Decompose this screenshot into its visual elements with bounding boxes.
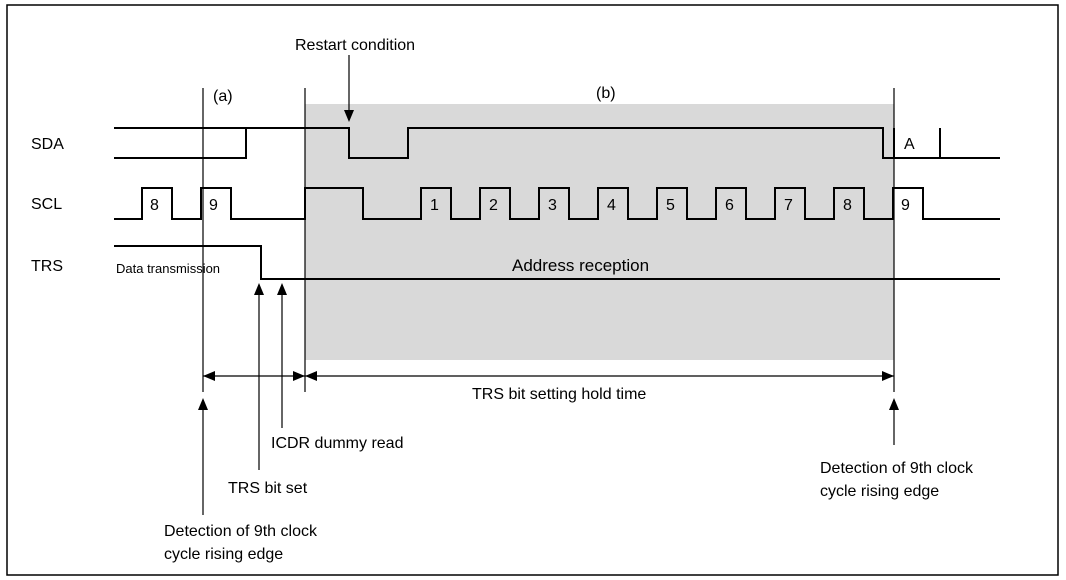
span-hold-right-head: [882, 371, 894, 381]
clock-next-9: 9: [901, 197, 910, 214]
clock-1: 1: [430, 197, 439, 214]
arrow-detect-right-head: [889, 398, 899, 410]
ack-label: A: [904, 136, 915, 153]
clock-prev-9: 9: [209, 197, 218, 214]
clock-6: 6: [725, 197, 734, 214]
clock-5: 5: [666, 197, 675, 214]
data-transmission-label: Data transmission: [116, 261, 220, 276]
clock-7: 7: [784, 197, 793, 214]
phase-a-label: (a): [213, 88, 233, 105]
address-reception-region: [305, 104, 894, 360]
arrow-icdr-head: [277, 283, 287, 295]
detect-right-line2: cycle rising edge: [820, 483, 939, 500]
clock-3: 3: [548, 197, 557, 214]
restart-condition-label: Restart condition: [295, 37, 415, 54]
clock-2: 2: [489, 197, 498, 214]
arrow-detect-left-head: [198, 398, 208, 410]
hold-time-label: TRS bit setting hold time: [472, 386, 646, 403]
detect-left-line2: cycle rising edge: [164, 546, 283, 563]
sda-waveform-low: [114, 128, 247, 159]
clock-8: 8: [843, 197, 852, 214]
detect-right-line1: Detection of 9th clock: [820, 460, 974, 477]
restart-arrowhead: [344, 110, 354, 122]
signal-scl-label: SCL: [31, 196, 62, 213]
span-a-right-head: [293, 371, 305, 381]
address-reception-label: Address reception: [512, 256, 649, 275]
span-a-left-head: [203, 371, 215, 381]
sda-waveform-ack: [882, 128, 1000, 159]
detect-left-line1: Detection of 9th clock: [164, 523, 318, 540]
signal-sda-label: SDA: [31, 136, 64, 153]
arrow-trs-set-head: [254, 283, 264, 295]
scl-waveform: [114, 187, 1000, 220]
trs-bit-set-label: TRS bit set: [228, 480, 308, 497]
figure-border: [6, 4, 1059, 576]
phase-b-label: (b): [596, 85, 616, 102]
clock-prev-8: 8: [150, 197, 159, 214]
signal-trs-label: TRS: [31, 258, 63, 275]
icdr-dummy-read-label: ICDR dummy read: [271, 435, 403, 452]
trs-waveform: [114, 245, 1000, 280]
clock-4: 4: [607, 197, 616, 214]
span-hold-left-head: [305, 371, 317, 381]
